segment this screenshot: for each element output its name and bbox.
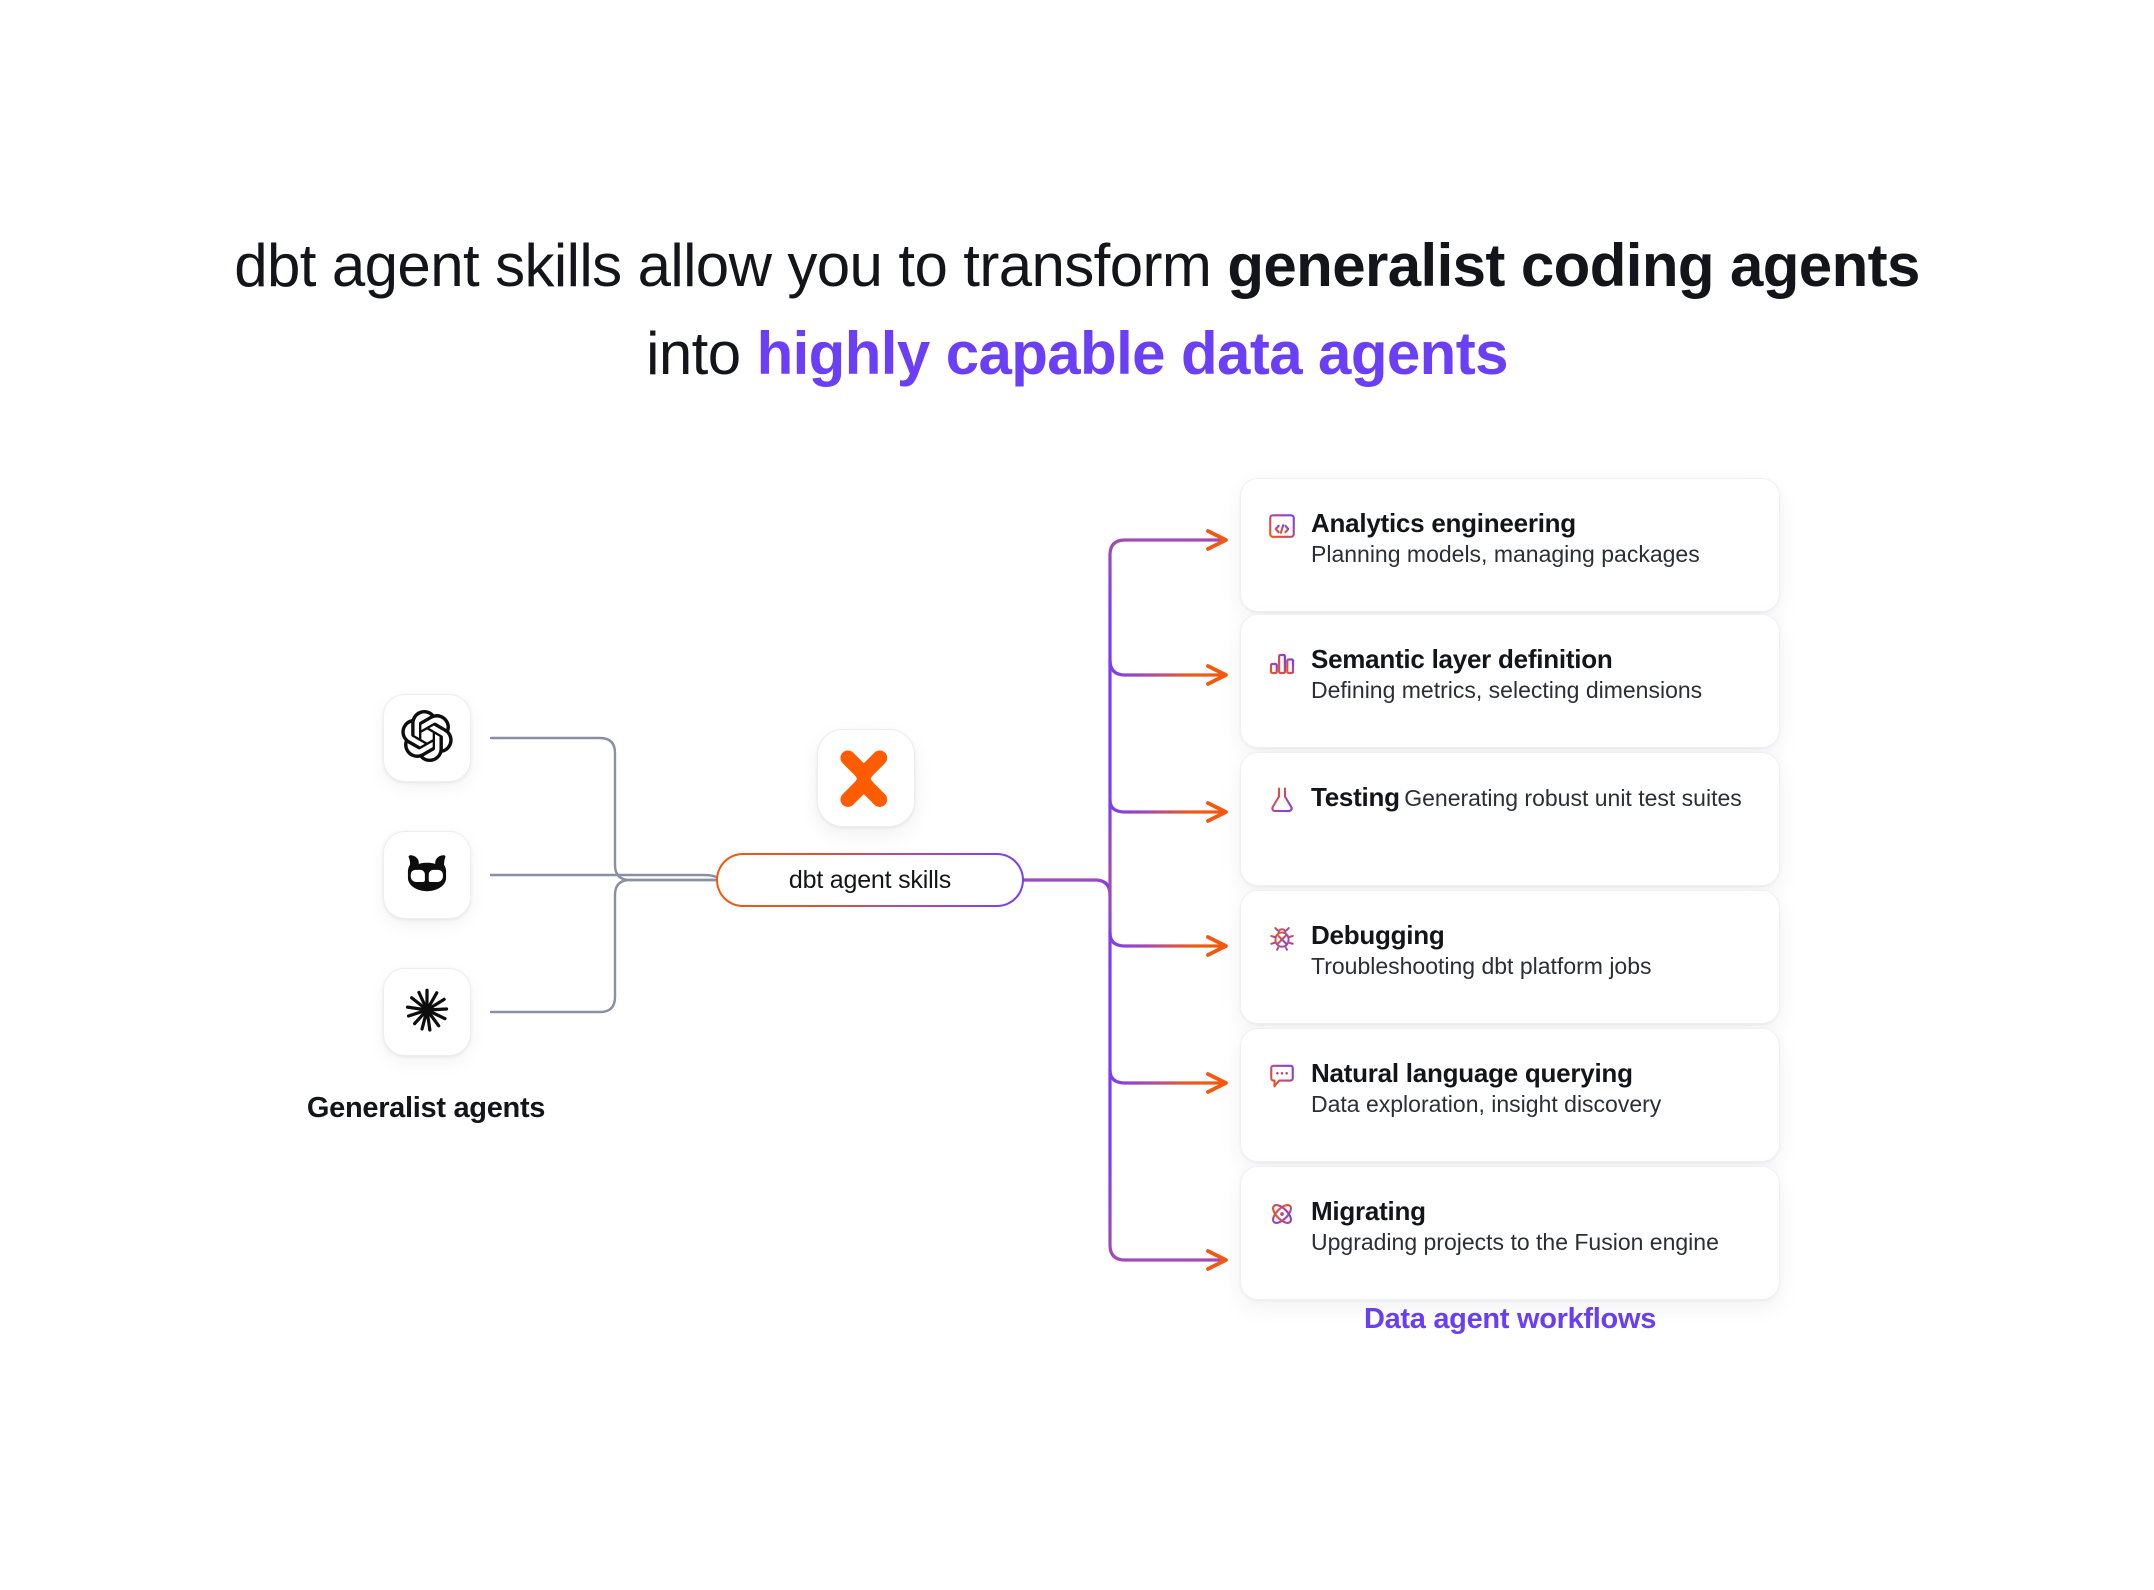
dbt-logo-tile[interactable] [817, 729, 915, 827]
workflow-card-debugging[interactable]: Debugging Troubleshooting dbt platform j… [1240, 890, 1780, 1024]
workflow-card-subtitle: Upgrading projects to the Fusion engine [1311, 1229, 1719, 1255]
pill-to-trunk-connector [1020, 878, 1112, 897]
branch-arrow-heads-top-bottom [1178, 529, 1228, 1271]
dbt-agent-skills-pill[interactable]: dbt agent skills [716, 853, 1024, 907]
headline-plain-2: into [646, 320, 757, 387]
trunk-line [1108, 538, 1227, 1262]
code-window-icon [1267, 511, 1297, 541]
left-connectors [489, 736, 720, 1014]
headline-strong: generalist coding agents [1227, 232, 1920, 299]
workflow-card-semantic-layer-definition[interactable]: Semantic layer definition Defining metri… [1240, 614, 1780, 748]
github-copilot-logo-icon [401, 847, 453, 904]
agent-tile-github-copilot[interactable] [383, 831, 471, 919]
bug-icon [1267, 923, 1297, 953]
chat-bubble-icon [1267, 1061, 1297, 1091]
data-agent-workflows-label: Data agent workflows [1363, 1303, 1657, 1335]
headline-plain-1: dbt agent skills allow you to transform [234, 232, 1228, 299]
workflow-card-subtitle: Troubleshooting dbt platform jobs [1311, 953, 1652, 979]
page-title: dbt agent skills allow you to transform … [0, 222, 2154, 398]
workflow-card-title: Natural language querying [1311, 1058, 1633, 1088]
workflow-card-subtitle: Data exploration, insight discovery [1311, 1091, 1662, 1117]
workflow-card-subtitle: Planning models, managing packages [1311, 541, 1700, 567]
workflow-card-subtitle: Defining metrics, selecting dimensions [1311, 677, 1703, 703]
bar-chart-icon [1267, 647, 1297, 677]
workflow-card-testing[interactable]: Testing Generating robust unit test suit… [1240, 752, 1780, 886]
workflow-card-title: Debugging [1311, 920, 1445, 950]
workflow-card-migrating[interactable]: Migrating Upgrading projects to the Fusi… [1240, 1166, 1780, 1300]
claude-logo-icon [401, 984, 453, 1041]
branch-arrows [1108, 658, 1228, 1094]
workflow-card-subtitle: Generating robust unit test suites [1404, 785, 1742, 811]
headline-accent: highly capable data agents [756, 320, 1509, 387]
agent-tile-claude[interactable] [383, 968, 471, 1056]
atom-icon [1267, 1199, 1297, 1229]
flask-icon [1267, 785, 1297, 815]
workflow-card-title: Semantic layer definition [1311, 644, 1613, 674]
headline-line-1: dbt agent skills allow you to transform … [0, 222, 2154, 310]
workflow-card-analytics-engineering[interactable]: Analytics engineering Planning models, m… [1240, 478, 1780, 612]
headline-line-2: into highly capable data agents [0, 310, 2154, 398]
agent-tile-openai[interactable] [383, 694, 471, 782]
workflow-card-title: Analytics engineering [1311, 508, 1576, 538]
workflow-card-title: Testing [1311, 782, 1400, 812]
dbt-logo-icon [835, 745, 897, 812]
workflow-card-title: Migrating [1311, 1196, 1426, 1226]
dbt-agent-skills-label: dbt agent skills [788, 865, 952, 894]
generalist-agents-label: Generalist agents [306, 1092, 546, 1124]
openai-logo-icon [401, 709, 453, 767]
workflow-card-natural-language-querying[interactable]: Natural language querying Data explorati… [1240, 1028, 1780, 1162]
